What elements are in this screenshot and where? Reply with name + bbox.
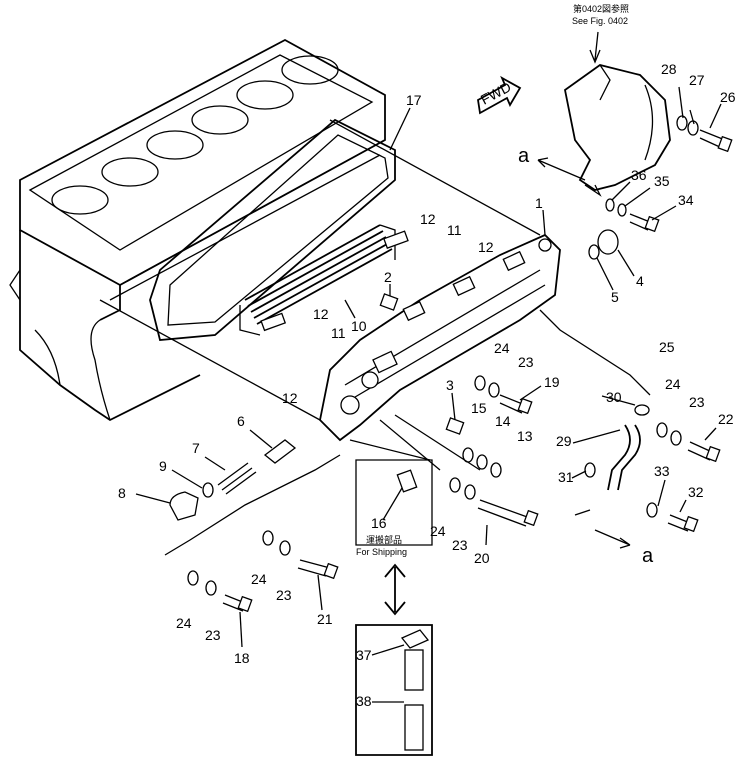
fig-ref-en: See Fig. 0402 bbox=[572, 16, 628, 26]
callout-17: 17 bbox=[406, 92, 422, 108]
callout-18: 18 bbox=[234, 650, 250, 666]
callout-7: 7 bbox=[192, 440, 200, 456]
cover-fig0402 bbox=[564, 64, 671, 197]
callout-19: 19 bbox=[544, 374, 560, 390]
shipping-jp: 運搬部品 bbox=[366, 534, 402, 545]
callout-26: 26 bbox=[720, 89, 736, 105]
callout-21: 21 bbox=[317, 611, 333, 627]
callout-3: 3 bbox=[446, 377, 454, 393]
callout-1: 1 bbox=[535, 195, 543, 211]
callout-12a: 12 bbox=[420, 211, 436, 227]
cooler-element-10 bbox=[239, 224, 409, 336]
callout-15: 15 bbox=[471, 400, 487, 416]
callout-24b: 24 bbox=[251, 571, 267, 587]
callout-10: 10 bbox=[351, 318, 367, 334]
gasket-17 bbox=[149, 118, 396, 341]
callout-5: 5 bbox=[611, 289, 619, 305]
cooler-cover-1 bbox=[319, 233, 561, 442]
callout-24a: 24 bbox=[176, 615, 192, 631]
callout-11a: 11 bbox=[447, 222, 462, 238]
callout-25: 25 bbox=[659, 339, 675, 355]
callout-2: 2 bbox=[384, 269, 392, 285]
callout-12d: 12 bbox=[282, 390, 298, 406]
callout-29: 29 bbox=[556, 433, 572, 449]
reference-notes: 第0402図参照 See Fig. 0402 運搬部品 For Shipping… bbox=[356, 3, 654, 567]
callout-23b: 23 bbox=[276, 587, 292, 603]
callout-36: 36 bbox=[631, 167, 647, 183]
callout-32: 32 bbox=[688, 484, 704, 500]
shipping-box bbox=[355, 459, 433, 756]
engine-block bbox=[9, 38, 386, 422]
callout-35: 35 bbox=[654, 173, 670, 189]
callout-37: 37 bbox=[356, 647, 372, 663]
callout-12b: 12 bbox=[478, 239, 494, 255]
shipping-en: For Shipping bbox=[356, 547, 407, 557]
callout-22: 22 bbox=[718, 411, 734, 427]
callout-24e: 24 bbox=[665, 376, 681, 392]
fwd-arrow: FWD bbox=[477, 75, 522, 115]
leaders bbox=[99, 31, 651, 556]
callouts: 1 2 3 4 5 6 7 8 9 10 11 11 12 12 12 12 1… bbox=[118, 61, 736, 709]
view-a-bottom: a bbox=[642, 545, 654, 567]
callout-33: 33 bbox=[654, 463, 670, 479]
callout-31: 31 bbox=[558, 469, 574, 485]
callout-14: 14 bbox=[495, 413, 511, 429]
callout-20: 20 bbox=[474, 550, 490, 566]
callout-24d: 24 bbox=[494, 340, 510, 356]
callout-23d: 23 bbox=[518, 354, 534, 370]
hardware bbox=[169, 115, 733, 613]
callout-23e: 23 bbox=[689, 394, 705, 410]
callout-24c: 24 bbox=[430, 523, 446, 539]
callout-23c: 23 bbox=[452, 537, 468, 553]
callout-38: 38 bbox=[356, 693, 372, 709]
view-a-top: a bbox=[518, 145, 530, 167]
callout-9: 9 bbox=[159, 458, 167, 474]
callout-23a: 23 bbox=[205, 627, 221, 643]
callout-12c: 12 bbox=[313, 306, 329, 322]
callout-34: 34 bbox=[678, 192, 694, 208]
callout-28: 28 bbox=[661, 61, 677, 77]
callout-6: 6 bbox=[237, 413, 245, 429]
callout-8: 8 bbox=[118, 485, 126, 501]
fig-ref-jp: 第0402図参照 bbox=[573, 3, 629, 14]
callout-30: 30 bbox=[606, 389, 622, 405]
callout-13: 13 bbox=[517, 428, 533, 444]
callout-4: 4 bbox=[636, 273, 644, 289]
callout-leaders bbox=[135, 86, 722, 703]
callout-11b: 11 bbox=[331, 325, 346, 341]
callout-27: 27 bbox=[689, 72, 705, 88]
